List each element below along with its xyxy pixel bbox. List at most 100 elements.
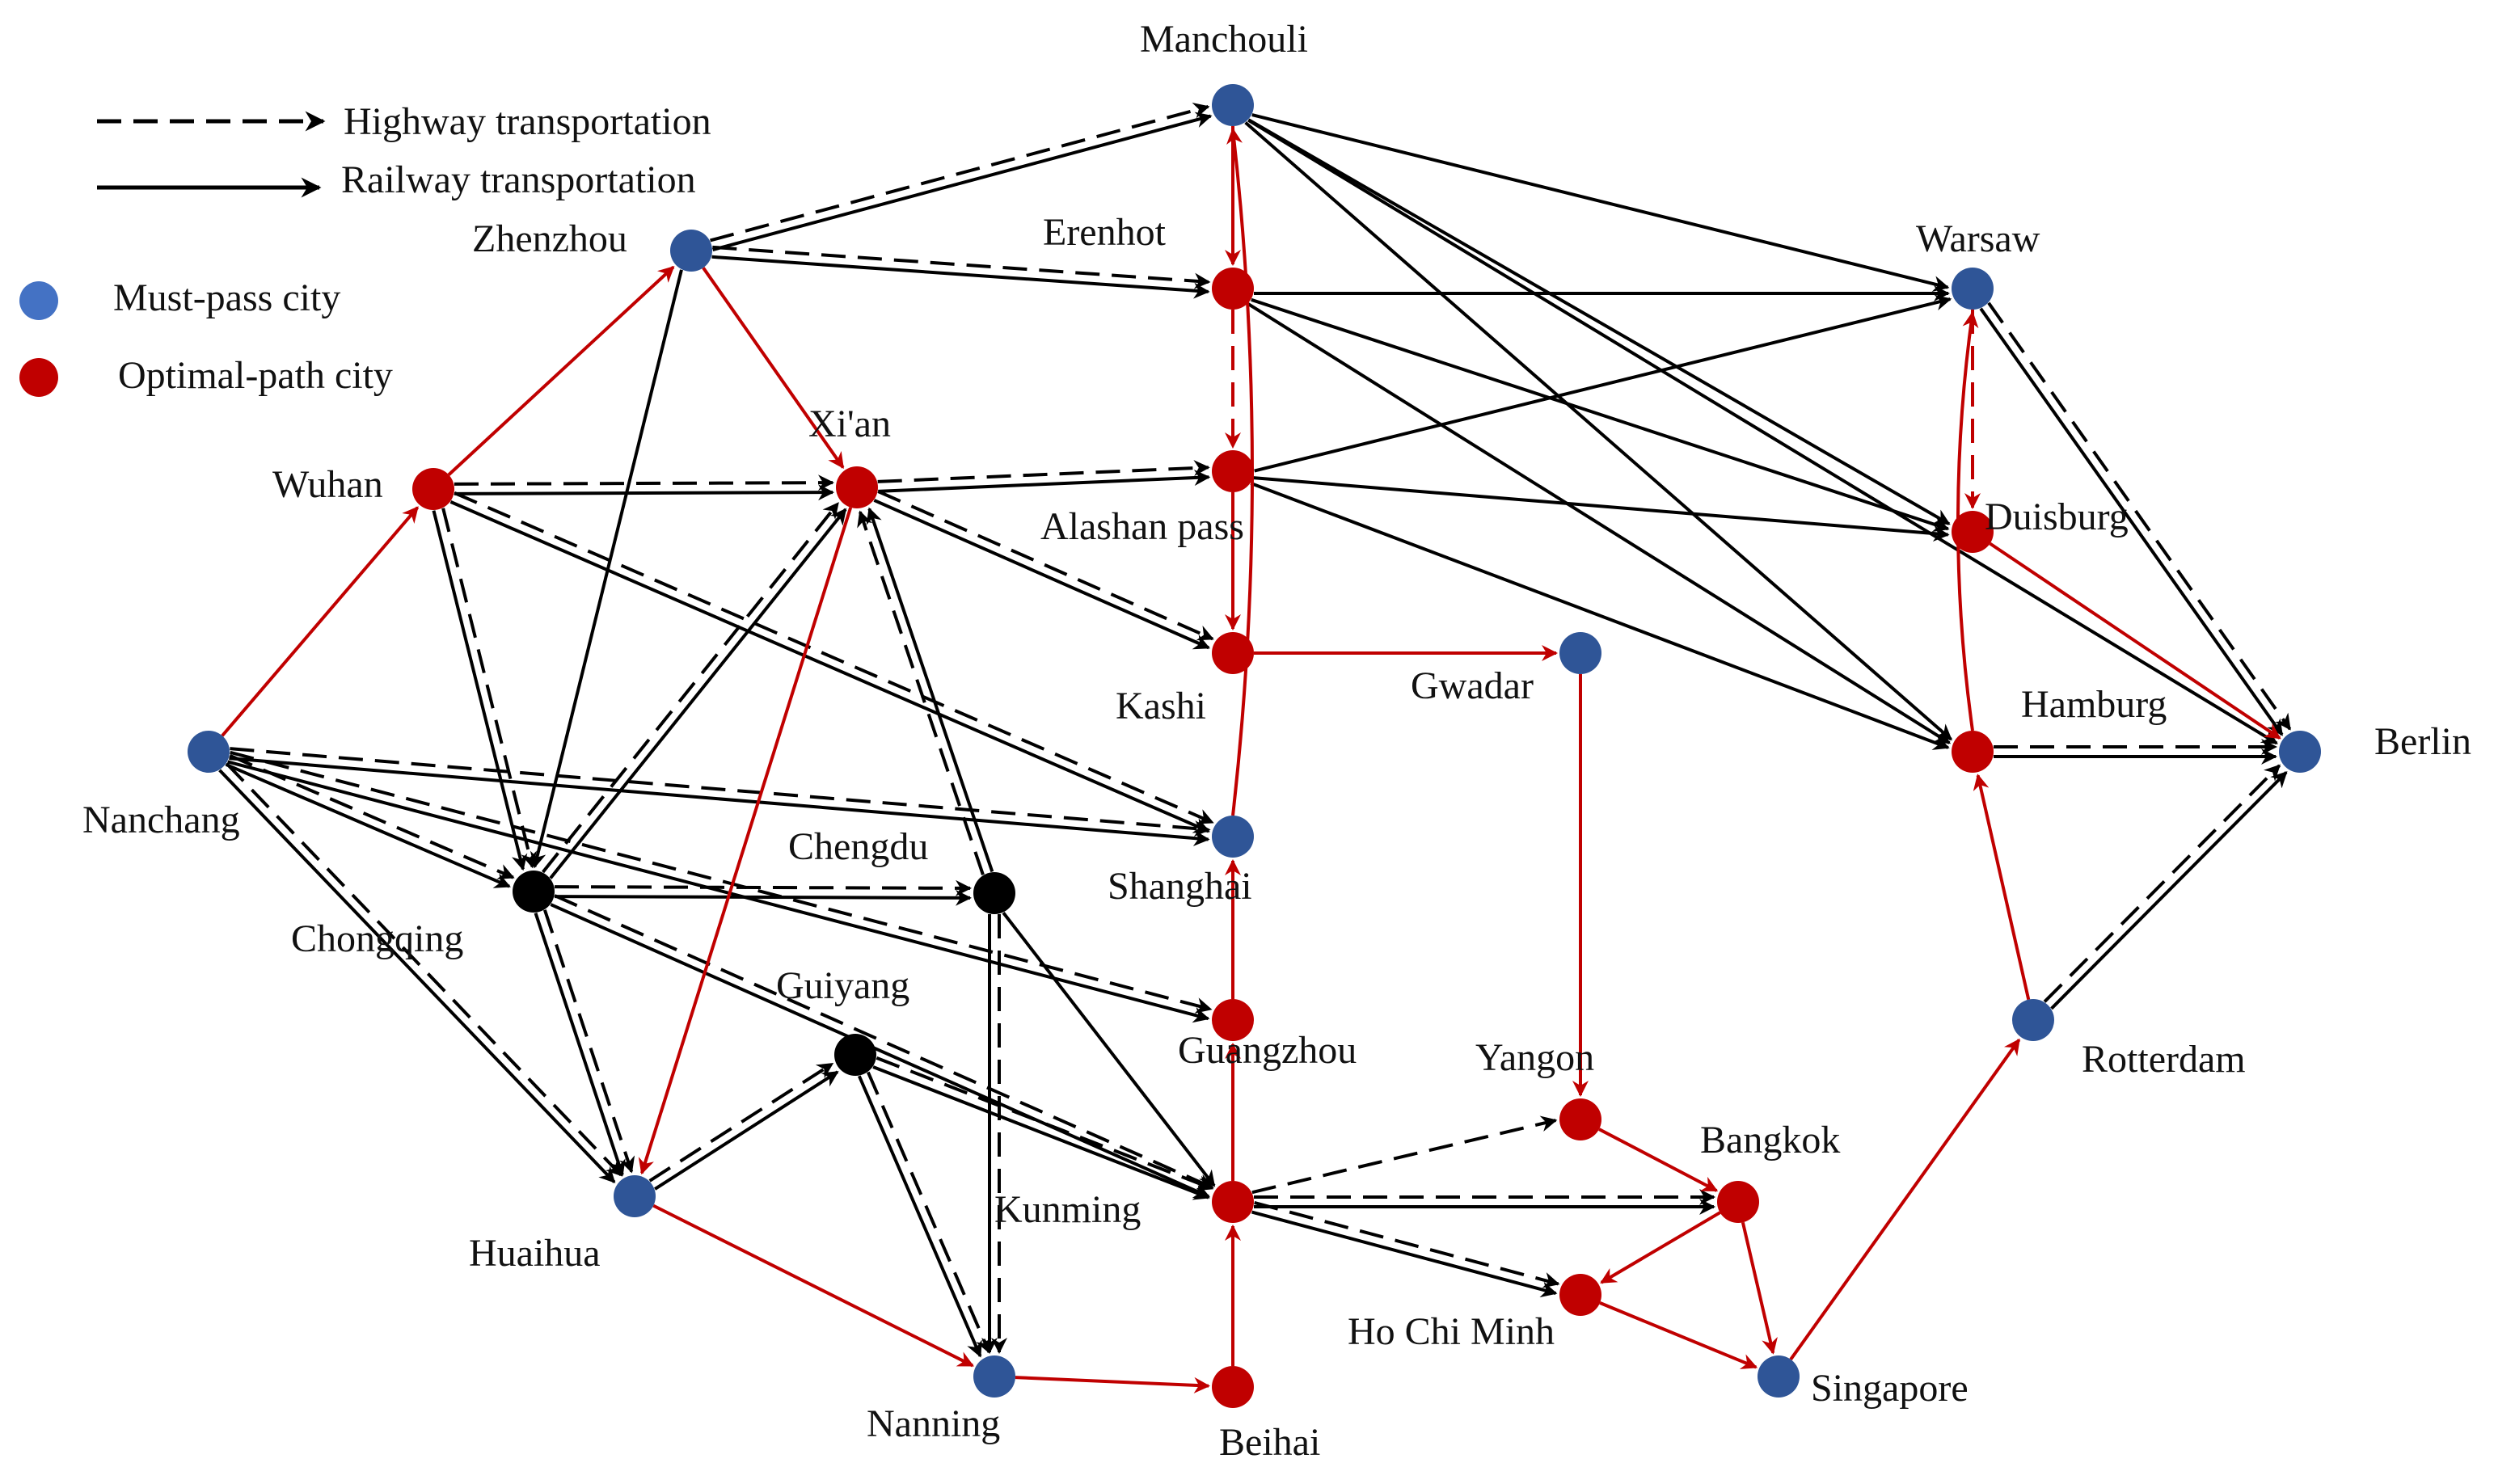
edge-railway-manchouli-berlin [1247, 118, 2278, 745]
node-erenhot [1212, 268, 1254, 310]
edge-railway-zhenzhou-chongqing [530, 269, 683, 869]
label-guangzhou: Guangzhou [1178, 1029, 1357, 1072]
node-nanning [973, 1355, 1015, 1398]
node-shanghai [1212, 816, 1254, 858]
label-chongqing: Chongqing [291, 917, 463, 960]
edge-railway-huaihua-guiyang [654, 1070, 839, 1191]
edge-railway-chongqing-huaihua [534, 912, 626, 1177]
node-yangon [1559, 1098, 1601, 1140]
label-wuhan: Wuhan [272, 463, 383, 506]
label-warsaw: Warsaw [1916, 217, 2040, 260]
node-singapore [1758, 1355, 1800, 1398]
label-singapore: Singapore [1811, 1367, 1969, 1410]
node-kashi [1212, 632, 1254, 674]
label-rotterdam: Rotterdam [2082, 1038, 2246, 1081]
edge-highway-kunming-hochiminh [1254, 1200, 1560, 1288]
optimal-edge-yangon-bangkok [1598, 1128, 1719, 1192]
label-guiyang: Guiyang [776, 964, 909, 1007]
edge-highway-zhenzhou-manchouli [710, 103, 1210, 242]
label-berlin: Berlin [2374, 720, 2471, 763]
edge-railway-rotterdam-berlin [2050, 771, 2288, 1010]
node-hochiminh [1559, 1274, 1601, 1316]
edge-railway-manchouli-duisburg [1247, 118, 1951, 525]
label-nanning: Nanning [867, 1402, 1000, 1445]
label-zhenzhou: Zhenzhou [472, 217, 627, 260]
edge-railway-wuhan-shanghai [449, 500, 1210, 833]
edge-railway-alashan-duisburg [1253, 476, 1950, 542]
edge-railway-erenhot-duisburg [1251, 297, 1950, 533]
legend: Highway transportation Railway transport… [19, 100, 711, 397]
edge-highway-chongqing-xian [541, 502, 840, 874]
network-edges [218, 103, 2292, 1358]
optimal-edge-singapore-rotterdam [1789, 1038, 2021, 1361]
edge-highway-nanchang-guangzhou [230, 750, 1213, 1014]
edge-highway-chongqing-chengdu [555, 879, 973, 896]
node-nanchang [188, 731, 230, 773]
node-berlin [2279, 731, 2321, 773]
edge-railway-alashan-hamburg [1250, 481, 1950, 750]
edge-highway-huaihua-guiyang [648, 1062, 834, 1183]
legend-highway-label: Highway transportation [344, 100, 711, 143]
label-kunming: Kunming [994, 1188, 1141, 1231]
edge-railway-chongqing-kunming [550, 903, 1210, 1199]
label-alashan: Alashan pass [1040, 505, 1244, 548]
edge-highway-wuhan-xian [454, 474, 834, 491]
edge-railway-xian-kashi [873, 499, 1210, 650]
city-nodes [188, 84, 2321, 1408]
edge-railway-manchouli-hamburg [1244, 121, 1952, 741]
edge-highway-kunming-yangon [1251, 1115, 1558, 1195]
node-guiyang [834, 1034, 876, 1076]
edge-highway-wuhan-shanghai [454, 491, 1214, 824]
optimal-edge-duisburg-berlin [1989, 542, 2281, 740]
edge-railway-zhenzhou-erenhot [711, 255, 1210, 299]
label-beihai: Beihai [1219, 1421, 1320, 1464]
node-xian [836, 466, 878, 508]
node-kunming [1212, 1181, 1254, 1223]
edge-railway-kunming-hochiminh [1251, 1210, 1558, 1298]
edge-railway-nanchang-huaihua [218, 769, 616, 1183]
optimal-edge-bangkok-singapore [1741, 1221, 1778, 1355]
edge-railway-warsaw-berlin [1979, 307, 2284, 736]
edge-highway-nanchang-shanghai [230, 747, 1211, 837]
label-duisburg: Duisburg [1985, 495, 2129, 538]
edge-railway-nanchang-chongqing [225, 762, 511, 888]
label-kashi: Kashi [1116, 685, 1206, 727]
edge-railway-chengdu-xian [866, 507, 994, 873]
node-zhenzhou [670, 230, 712, 272]
node-gwadar [1559, 632, 1601, 674]
edge-railway-wuhan-xian [454, 484, 835, 501]
legend-must-pass-dot [19, 281, 58, 320]
label-gwadar: Gwadar [1411, 664, 1534, 707]
label-xian: Xi'an [808, 403, 891, 445]
edge-highway-guiyang-nanning [866, 1071, 991, 1354]
node-huaihua [614, 1175, 656, 1217]
label-hochiminh: Ho Chi Minh [1348, 1310, 1555, 1353]
edge-highway-guiyang-kunming [876, 1056, 1214, 1191]
edge-railway-guiyang-nanning [857, 1075, 982, 1358]
label-bangkok: Bangkok [1700, 1119, 1840, 1161]
legend-railway-label: Railway transportation [341, 158, 696, 201]
edge-railway-alashan-warsaw [1254, 294, 1952, 473]
edge-railway-wuhan-chongqing [432, 510, 528, 871]
optimal-edge-nanning-beihai [1015, 1376, 1211, 1393]
node-alashan [1212, 450, 1254, 492]
edge-railway-chongqing-xian [549, 508, 847, 879]
node-guangzhou [1212, 999, 1254, 1041]
label-huaihua: Huaihua [469, 1232, 601, 1275]
edge-highway-wuhan-chongqing [441, 508, 537, 869]
edge-highway-zhenzhou-erenhot [712, 245, 1211, 289]
node-bangkok [1717, 1181, 1759, 1223]
optimal-edge-bangkok-hochiminh [1600, 1211, 1721, 1284]
optimal-edge-huaihua-nanning [652, 1204, 974, 1368]
optimal-edge-hochiminh-singapore [1599, 1301, 1758, 1369]
edge-railway-manchouli-warsaw [1251, 113, 1950, 292]
label-hamburg: Hamburg [2021, 683, 2167, 726]
node-warsaw [1952, 268, 1994, 310]
edge-railway-xian-alashan [878, 470, 1211, 493]
edge-railway-guiyang-kunming [872, 1065, 1210, 1200]
label-manchouli: Manchouli [1140, 18, 1308, 61]
label-yangon: Yangon [1475, 1036, 1594, 1079]
edge-railway-chengdu-kunming [1002, 912, 1216, 1187]
label-nanchang: Nanchang [82, 799, 240, 841]
